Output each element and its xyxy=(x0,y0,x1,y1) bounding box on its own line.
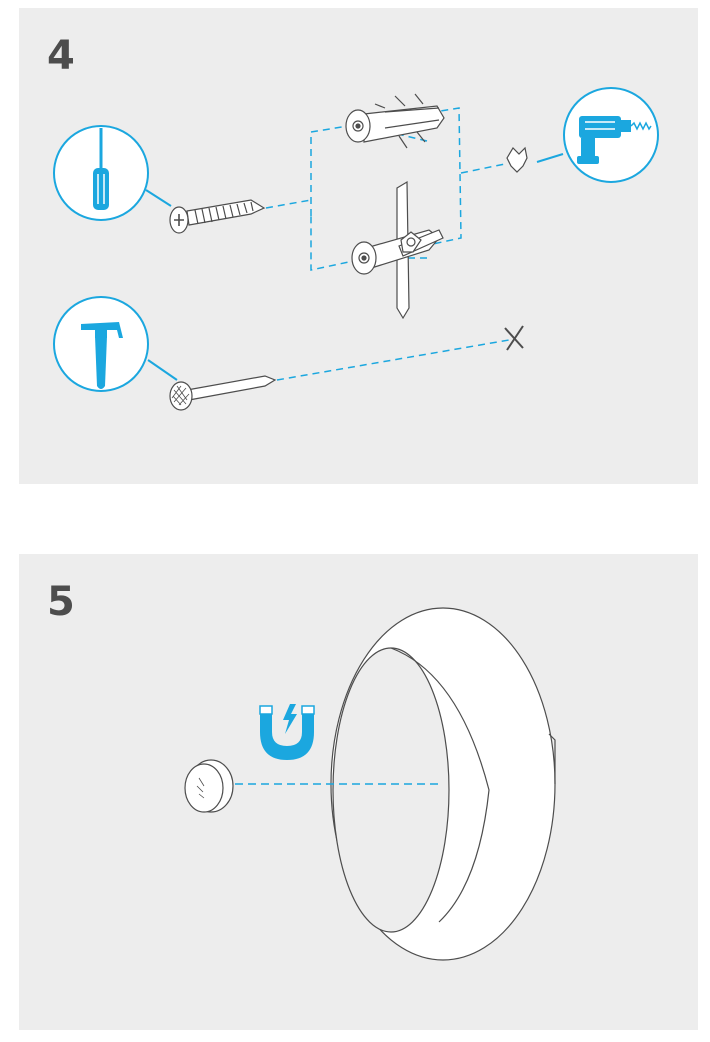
screwdriver-icon xyxy=(53,125,149,221)
mount-ring xyxy=(330,607,556,961)
drill-icon xyxy=(563,87,659,183)
wood-screw xyxy=(169,199,266,234)
step-number: 4 xyxy=(47,33,75,79)
nail xyxy=(169,375,277,411)
step-5-panel: 5 xyxy=(19,554,698,1030)
step-5-illustration xyxy=(184,607,556,961)
cross-anchor-plug xyxy=(351,180,444,320)
wall-plug-upper xyxy=(345,93,445,149)
hammer-icon xyxy=(53,296,149,392)
drill-hole-mark xyxy=(506,146,528,173)
nail-target-mark xyxy=(504,325,524,351)
step-4-illustration xyxy=(53,87,659,411)
magnetic-puck xyxy=(184,759,234,813)
magnet-icon xyxy=(259,704,315,760)
step-4-panel: 4 xyxy=(19,8,698,484)
step-number: 5 xyxy=(47,579,75,625)
